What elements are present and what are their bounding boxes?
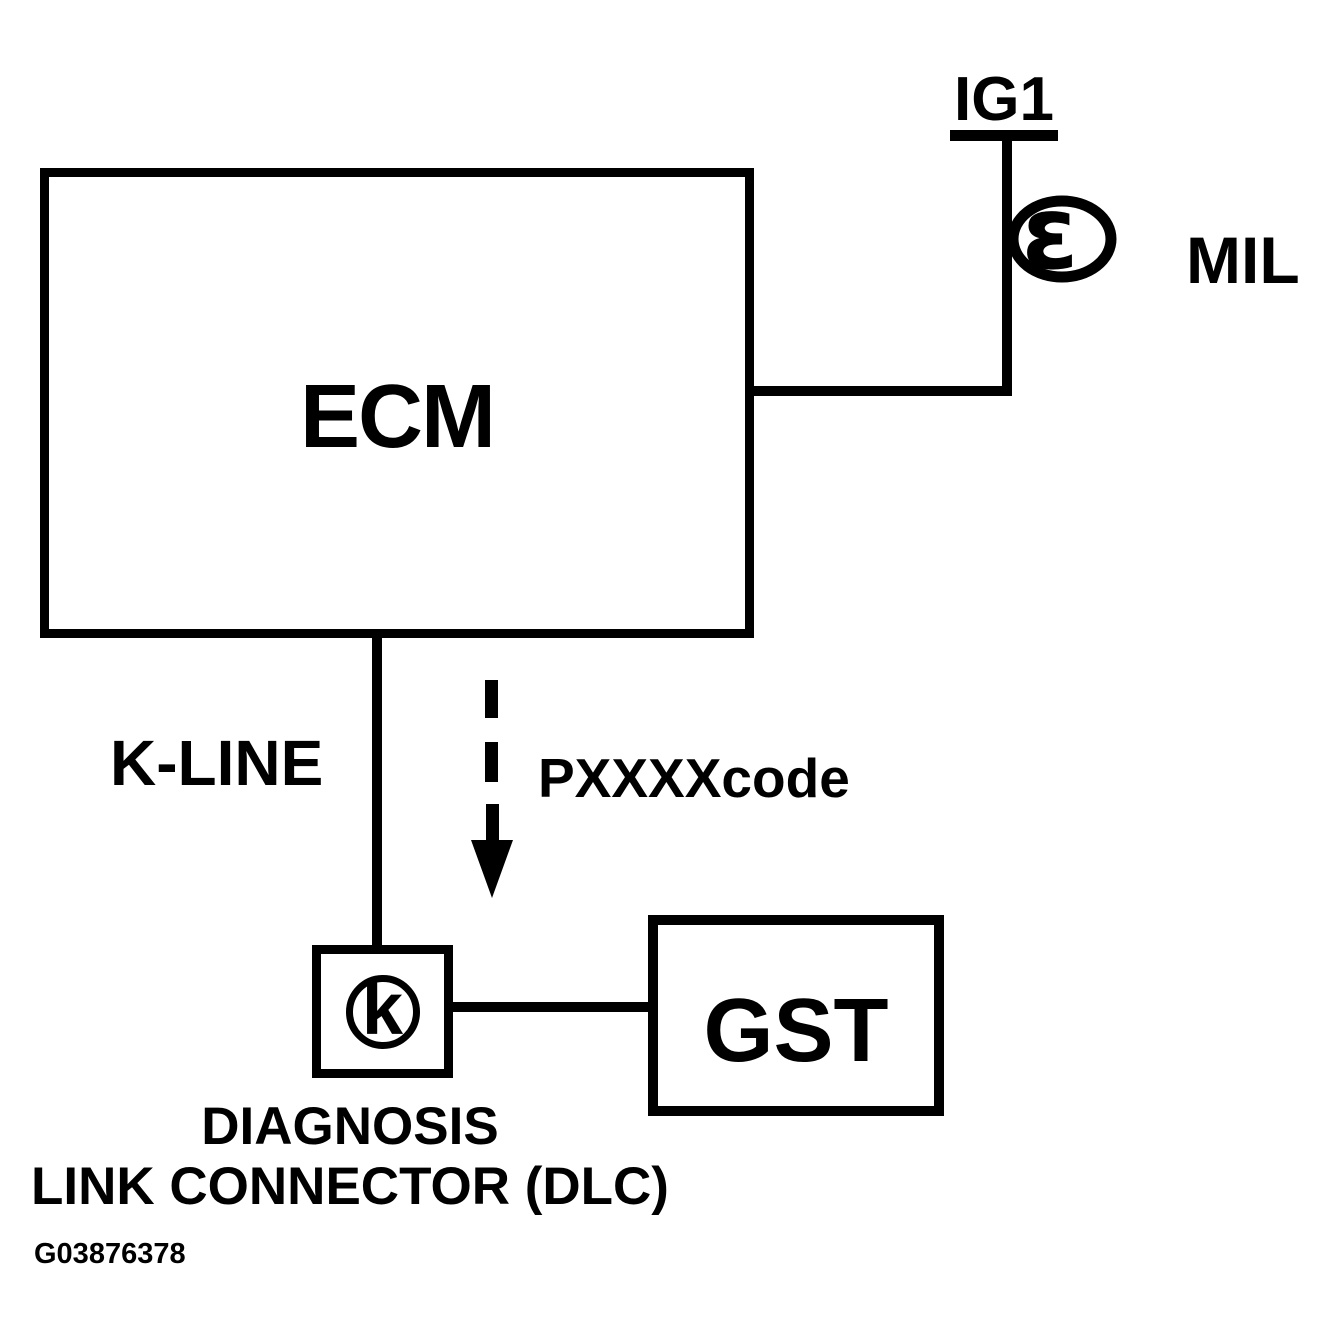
ig1-label: IG1 bbox=[954, 65, 1054, 134]
dashed-down-arrow-icon bbox=[486, 804, 499, 846]
dlc-caption-line1: DIAGNOSIS bbox=[201, 1097, 499, 1156]
ecm-box: ECM bbox=[40, 168, 754, 638]
dlc-to-gst-wire bbox=[452, 1002, 648, 1012]
arrow-head-icon bbox=[471, 840, 513, 898]
ecm-label: ECM bbox=[300, 366, 496, 467]
k-line-wire bbox=[372, 634, 382, 949]
mil-label: MIL bbox=[1186, 223, 1300, 297]
lamp-filament-glyph: ε bbox=[1022, 194, 1079, 284]
ig1-to-mil-wire bbox=[1002, 136, 1012, 396]
dlc-box: k bbox=[312, 945, 453, 1078]
ig1-power-bar bbox=[950, 130, 1058, 141]
k-terminal-circle-icon: k bbox=[345, 966, 420, 1050]
k-line-label: K-LINE bbox=[110, 727, 324, 799]
dlc-caption-line2: LINK CONNECTOR (DLC) bbox=[31, 1157, 669, 1216]
figure-id: G03876378 bbox=[34, 1238, 186, 1270]
dlc-caption: DIAGNOSIS LINK CONNECTOR (DLC) bbox=[30, 1097, 670, 1217]
gst-box: GST bbox=[648, 915, 944, 1116]
indicator-lamp-icon: ε bbox=[1007, 194, 1117, 284]
dashed-down-arrow-icon bbox=[485, 680, 498, 718]
gst-label: GST bbox=[703, 981, 889, 1081]
dashed-down-arrow-icon bbox=[485, 742, 498, 782]
pxxxx-code-label: PXXXXcode bbox=[538, 747, 850, 809]
ecm-to-mil-wire bbox=[750, 386, 1012, 396]
k-terminal-label: k bbox=[361, 966, 404, 1050]
